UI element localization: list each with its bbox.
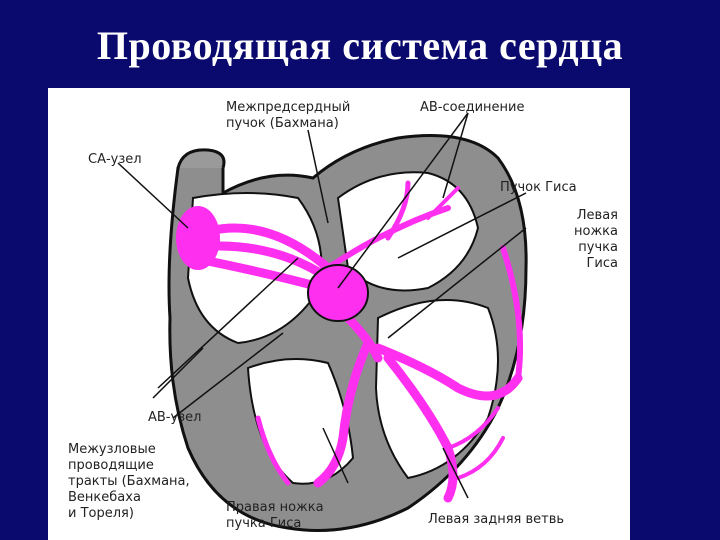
label-internodal-tracts: Межузловые проводящие тракты (Бахмана, В…: [68, 442, 190, 521]
sa-node: [176, 206, 220, 270]
left-ventricle: [374, 299, 499, 480]
slide-title: Проводящая система сердца: [96, 23, 624, 68]
label-pointers: [117, 112, 527, 499]
label-right-bundle-branch: Правая ножка пучка Гиса: [226, 500, 324, 531]
heart-diagram-panel: СА-узел Межпредсердный пучок (Бахмана) А…: [48, 88, 630, 540]
label-bachmann-bundle: Межпредсердный пучок (Бахмана): [226, 100, 351, 131]
label-sa-node: СА-узел: [88, 152, 142, 167]
label-left-posterior-fascicle: Левая задняя ветвь: [428, 512, 565, 527]
label-left-bundle-branch: Левая ножка пучка Гиса: [574, 208, 618, 271]
label-his-bundle: Пучок Гиса: [500, 180, 577, 195]
av-node: [307, 264, 369, 322]
label-av-junction: АВ-соединение: [420, 100, 525, 115]
vessel: [176, 148, 226, 169]
label-av-node: АВ-узел: [148, 410, 202, 425]
heart-diagram: [117, 112, 528, 532]
